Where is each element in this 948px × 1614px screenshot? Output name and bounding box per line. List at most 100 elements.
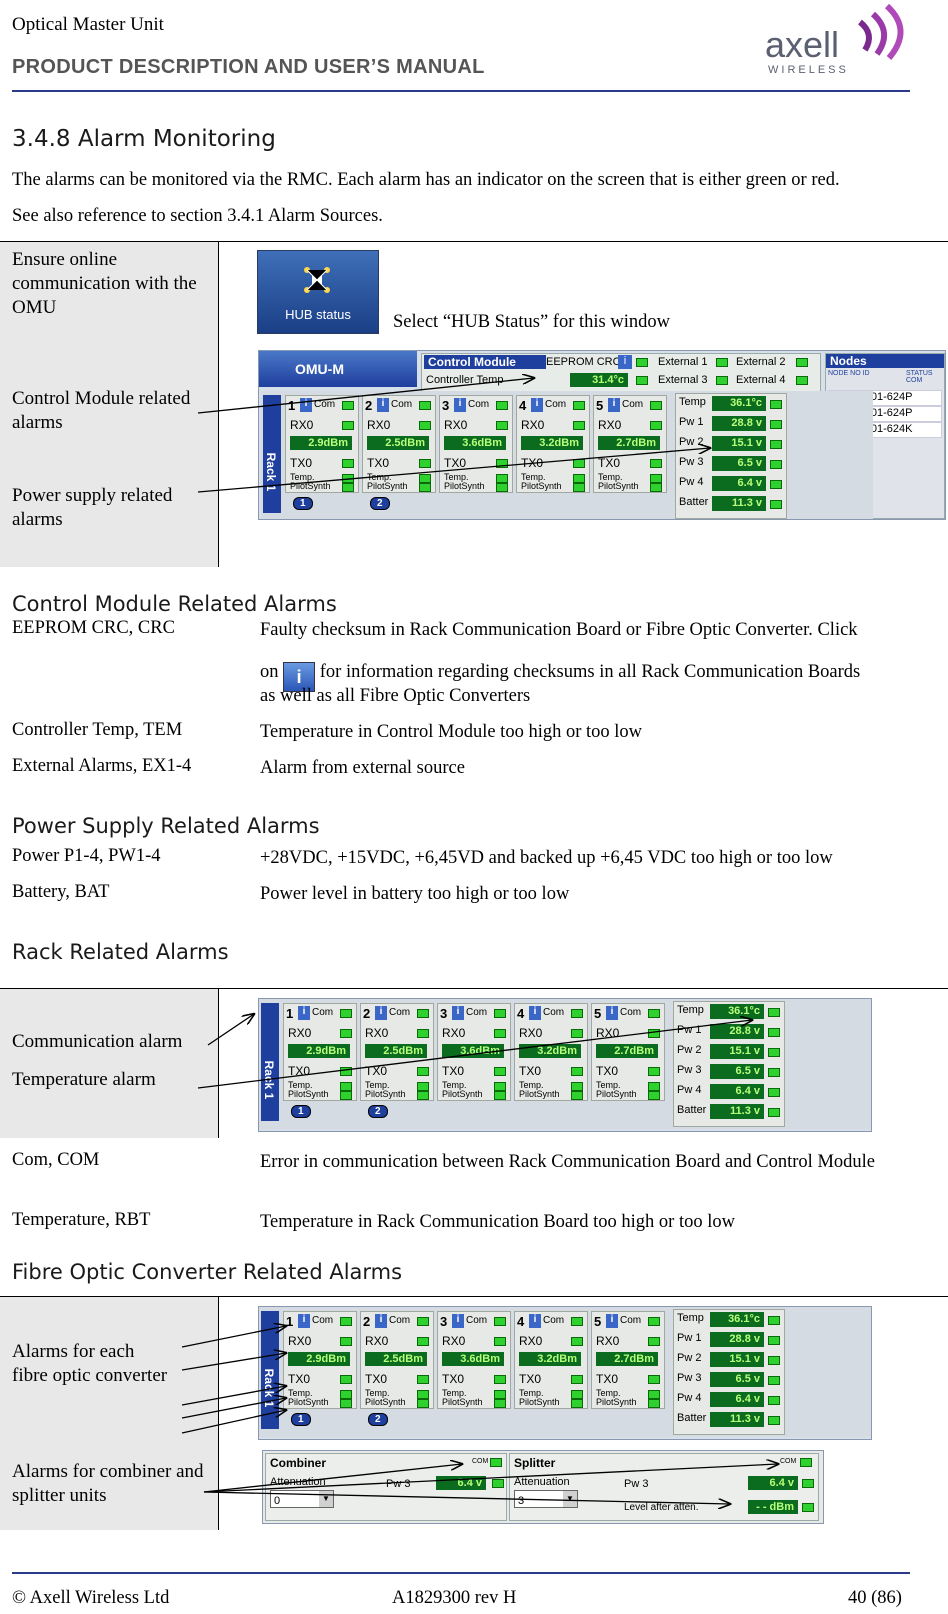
info-icon[interactable]: i <box>531 398 543 412</box>
tx-led <box>573 459 585 468</box>
module-number: 3 <box>442 398 450 413</box>
rx-led <box>494 1337 506 1346</box>
power-label: Pw 1 <box>677 1024 702 1036</box>
info-icon[interactable]: i <box>606 1006 618 1020</box>
power-label: Pw 3 <box>677 1064 702 1076</box>
table-divider <box>218 241 219 567</box>
ps-term-1: Power P1-4, PW1-4 <box>12 846 161 866</box>
rack-temp-alarm: Temperature alarm <box>12 1069 156 1090</box>
rack-badge[interactable]: 2 <box>370 497 390 510</box>
pilot-led <box>494 1399 506 1408</box>
chevron-down-icon[interactable]: ▼ <box>319 1491 333 1507</box>
rack-badge[interactable]: 1 <box>293 497 313 510</box>
tx-label: TX0 <box>596 1064 619 1078</box>
rx-label: RX0 <box>519 1026 543 1040</box>
rack-badge[interactable]: 2 <box>368 1105 388 1118</box>
temp-label: Temp. <box>442 1388 467 1398</box>
external-4-label: External 4 <box>736 374 786 386</box>
pilot-label: PilotSynth <box>367 481 408 491</box>
power-label: Pw 1 <box>679 416 704 428</box>
info-icon[interactable]: i <box>298 1006 310 1020</box>
rx-label: RX0 <box>519 1334 543 1348</box>
info-icon[interactable]: i <box>618 355 632 369</box>
foc-heading: Fibre Optic Converter Related Alarms <box>12 1260 403 1284</box>
temp-led <box>573 474 585 483</box>
rack-badge[interactable]: 1 <box>291 1413 311 1426</box>
module-com-label: Com <box>312 1007 334 1018</box>
tx-label: TX0 <box>596 1372 619 1386</box>
power-led <box>770 500 782 509</box>
combiner-atten-label: Attenuation <box>270 1476 326 1488</box>
info-icon[interactable]: i <box>608 398 620 412</box>
info-icon[interactable]: i <box>300 398 312 412</box>
rack-badge[interactable]: 1 <box>291 1105 311 1118</box>
combiner-atten-select[interactable]: 0 ▼ <box>270 1490 334 1508</box>
power-label: Pw 2 <box>677 1044 702 1056</box>
tx-label: TX0 <box>519 1064 542 1078</box>
pilot-label: PilotSynth <box>442 1397 483 1407</box>
module-com-led <box>571 1317 583 1326</box>
info-icon[interactable]: i <box>606 1314 618 1328</box>
rack-comm-alarm: Communication alarm <box>12 1031 183 1052</box>
info-icon[interactable]: i <box>298 1314 310 1328</box>
module-com-label: Com <box>622 399 644 410</box>
power-led <box>768 1028 780 1037</box>
power-value: 11.3 v <box>710 1104 764 1119</box>
module-com-led <box>571 1009 583 1018</box>
controller-temp-value: 31.4°c <box>570 373 628 387</box>
module-com-label: Com <box>543 1315 565 1326</box>
rx-label: RX0 <box>365 1334 389 1348</box>
tx-led <box>340 1375 352 1384</box>
foc-each: Alarms for each fibre optic converter <box>12 1341 168 1386</box>
rx-label: RX0 <box>521 418 545 432</box>
power-led <box>768 1336 780 1345</box>
temp-label: Temp. <box>596 1388 621 1398</box>
tx-label: TX0 <box>288 1372 311 1386</box>
callout-cell-ensure <box>0 241 218 339</box>
power-led <box>768 1396 780 1405</box>
info-icon[interactable]: i <box>375 1006 387 1020</box>
rack-side-bar: Rack 1 <box>263 395 281 513</box>
splitter-atten-select[interactable]: 3 ▼ <box>514 1490 578 1508</box>
pilot-label: PilotSynth <box>365 1397 406 1407</box>
power-led <box>768 1088 780 1097</box>
combiner-com-label: COM <box>472 1458 489 1465</box>
module-number: 4 <box>517 1006 525 1021</box>
info-icon[interactable]: i <box>529 1314 541 1328</box>
foc-table-divider <box>218 1296 219 1530</box>
temp-led <box>494 1390 506 1399</box>
info-icon[interactable]: i <box>529 1006 541 1020</box>
combiner-pw3-value: 6.4 v <box>436 1476 486 1490</box>
pilot-led <box>571 1399 583 1408</box>
power-label: Pw 1 <box>677 1332 702 1344</box>
logo-sub: WIRELESS <box>768 64 849 76</box>
rx-led <box>573 421 585 430</box>
cm-desc-2: Temperature in Control Module too high o… <box>260 722 643 742</box>
pilot-label: PilotSynth <box>444 481 485 491</box>
info-icon[interactable]: i <box>375 1314 387 1328</box>
hub-status-button[interactable]: HUB status <box>257 250 379 334</box>
temp-led <box>571 1390 583 1399</box>
info-icon[interactable]: i <box>452 1314 464 1328</box>
info-icon[interactable]: i <box>452 1006 464 1020</box>
nodes-col2: STATUS COM <box>906 370 933 384</box>
info-icon[interactable]: i <box>377 398 389 412</box>
chevron-down-icon[interactable]: ▼ <box>563 1491 577 1507</box>
external-2-led <box>796 358 808 367</box>
module-com-label: Com <box>620 1315 642 1326</box>
rack-badge[interactable]: 2 <box>368 1413 388 1426</box>
power-led <box>768 1376 780 1385</box>
pilot-label: PilotSynth <box>598 481 639 491</box>
rx-label: RX0 <box>442 1334 466 1348</box>
pilot-label: PilotSynth <box>288 1089 329 1099</box>
module-com-led <box>340 1317 352 1326</box>
callout-control-module: Control Module related alarms <box>12 388 191 433</box>
module-com-led <box>417 1009 429 1018</box>
controller-temp-led <box>636 376 648 385</box>
info-button-icon[interactable]: i <box>283 662 316 692</box>
info-icon[interactable]: i <box>454 398 466 412</box>
